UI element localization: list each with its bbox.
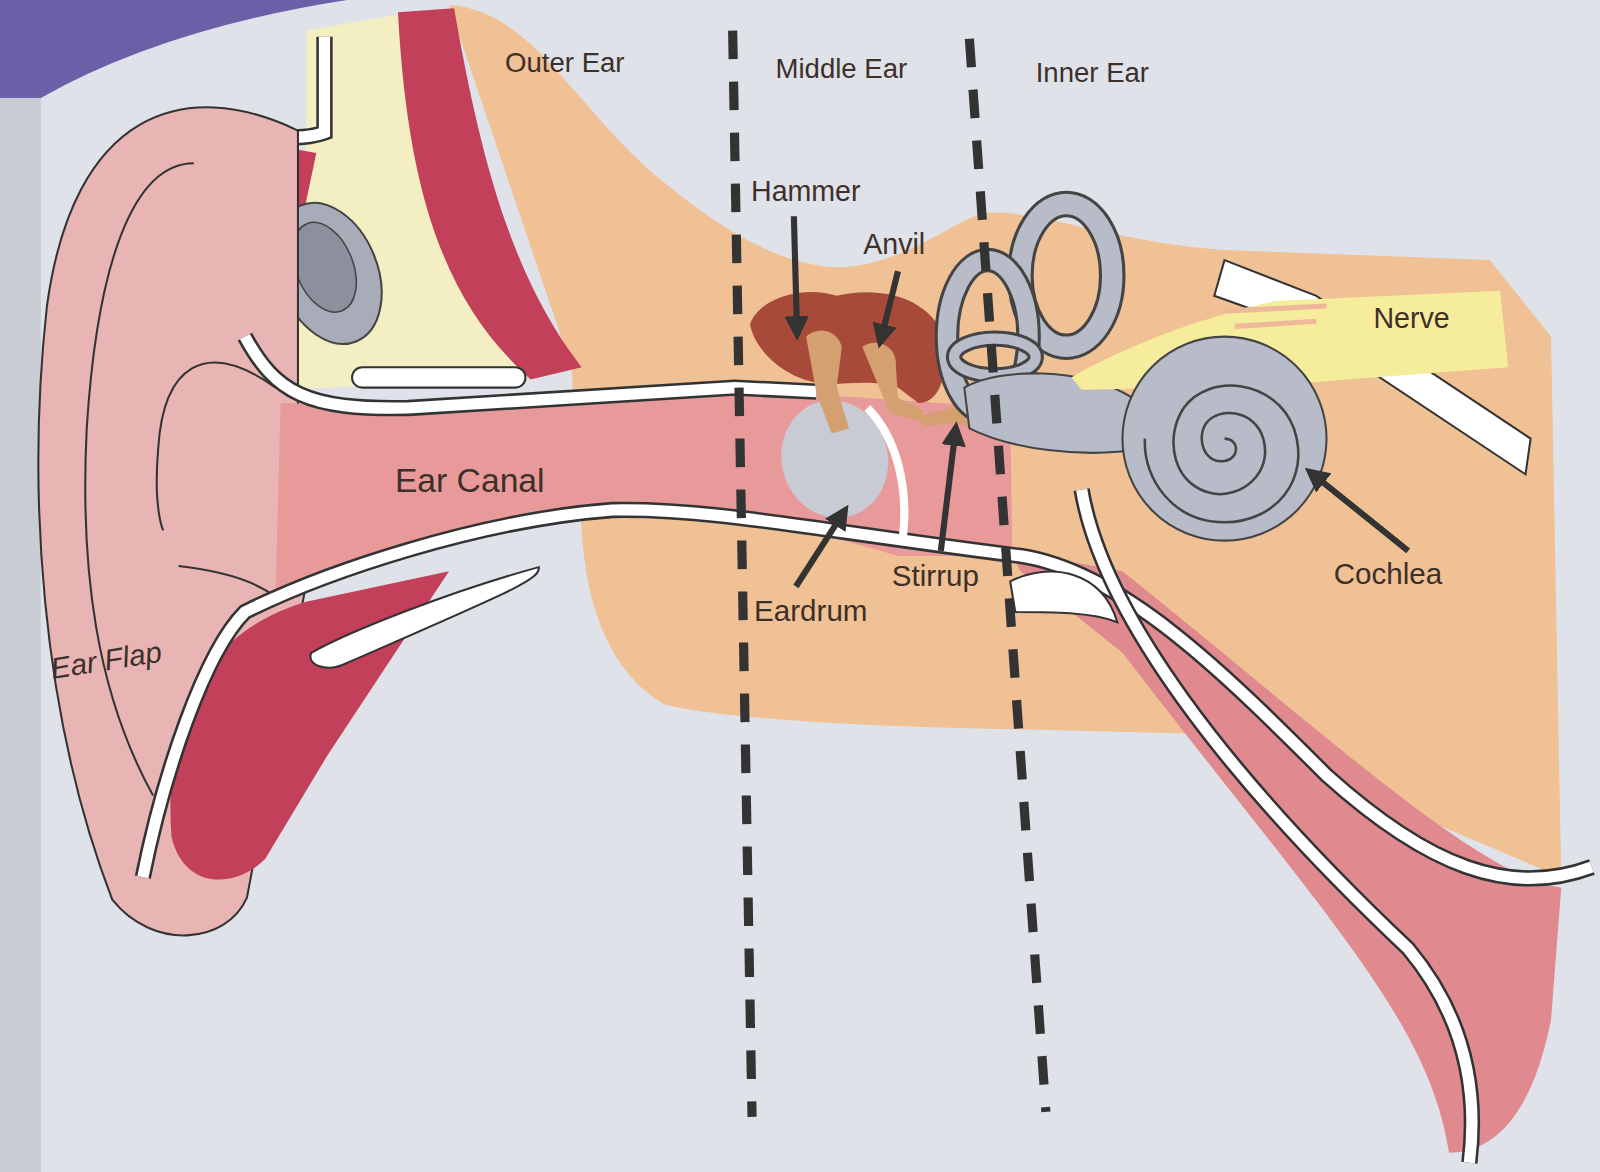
part-label: Stirrup: [889, 560, 982, 593]
part-label: Nerve: [1370, 303, 1452, 334]
ear-canal: [276, 390, 1013, 597]
part-label: Ear Canal: [395, 462, 545, 499]
part-label: Anvil: [863, 229, 925, 260]
part-label: Eardrum: [751, 595, 870, 628]
leader-arrow: [1314, 475, 1408, 550]
cochlea: [1122, 337, 1326, 541]
leader-arrow: [882, 271, 898, 336]
leader-arrow: [794, 216, 797, 328]
leader-arrow: [796, 515, 842, 586]
part-label: Cochlea: [1334, 558, 1443, 591]
book-gutter: [0, 98, 41, 1172]
leader-arrow: [941, 434, 955, 551]
region-label: Outer Ear: [505, 48, 624, 78]
eustachian-tube: [1010, 551, 1561, 1153]
region-label: Inner Ear: [1036, 58, 1149, 88]
part-label: Hammer: [751, 176, 861, 207]
part-label: Ear Flap: [48, 636, 164, 686]
ossicle-bone: [750, 292, 945, 403]
division-line: [733, 31, 752, 1117]
hammer: [806, 330, 849, 433]
region-label: Middle Ear: [776, 54, 908, 84]
anvil: [862, 343, 923, 420]
book-edge: [0, 0, 347, 106]
